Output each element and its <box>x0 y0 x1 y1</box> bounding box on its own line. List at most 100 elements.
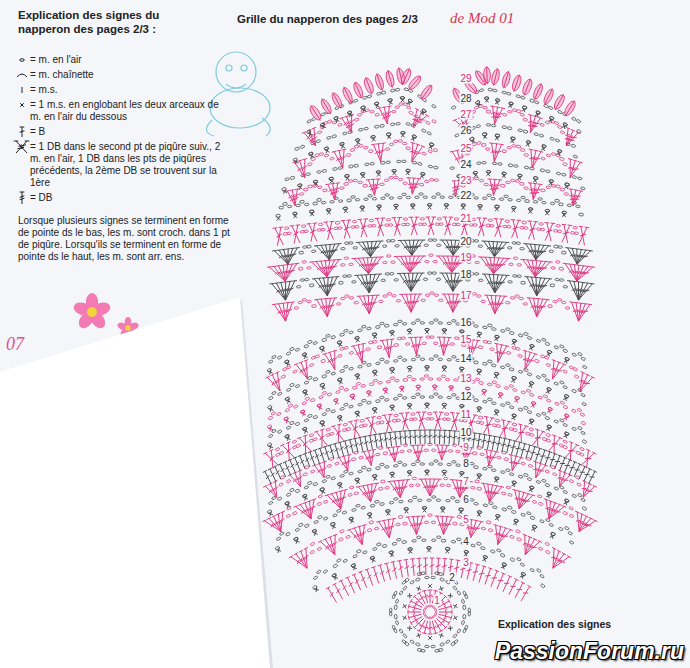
legend-text: = DB <box>14 192 228 204</box>
caption-fragment: Explication des signes <box>498 618 611 630</box>
row-number: 14 <box>459 353 472 364</box>
row-number: 13 <box>459 373 472 384</box>
stitch-row <box>276 509 554 553</box>
row-number: 10 <box>459 427 472 438</box>
paper-sheet <box>0 297 270 668</box>
chain-stitches <box>313 536 545 589</box>
legend-text: = 1 DB dans le second pt de piqûre suiv.… <box>14 141 228 189</box>
legend-symbol <box>14 141 30 153</box>
doily-grid <box>262 66 597 652</box>
flower-center <box>87 307 97 317</box>
stitch-row <box>276 206 566 221</box>
legend-symbols <box>14 59 30 204</box>
doodle-line <box>226 65 232 71</box>
row-number: 12 <box>459 391 472 402</box>
row-number: 6 <box>462 494 470 505</box>
row-number: 19 <box>459 251 472 262</box>
row-number: 2 <box>448 572 456 583</box>
row-number: 26 <box>459 124 472 135</box>
handwritten-note: de Mod 01 <box>450 10 514 27</box>
chain-stitches <box>267 375 585 428</box>
legend-symbol <box>20 192 25 204</box>
row-number: 16 <box>459 317 472 328</box>
stitch-row <box>268 472 568 516</box>
stitch-row <box>283 171 569 194</box>
chain-stitches <box>293 123 577 161</box>
chain-stitches <box>308 140 568 166</box>
row-number: 3 <box>462 556 470 567</box>
stitch-row <box>272 240 593 264</box>
legend: = m. en l'air = m. chaînette = m.s. = 1 m.s… <box>14 54 228 207</box>
row-number: 17 <box>459 289 472 300</box>
row-number: 7 <box>462 476 470 487</box>
row-number: 28 <box>459 93 472 104</box>
chain-stitches <box>317 103 564 134</box>
stitch-row <box>293 142 583 178</box>
chain-stitches <box>282 160 585 190</box>
row-number: 18 <box>459 268 472 279</box>
stitch-row <box>294 134 561 165</box>
row-number: 11 <box>460 409 472 420</box>
chain-stitches <box>296 272 567 288</box>
stitch-row <box>302 106 580 146</box>
stitch-row <box>263 412 596 469</box>
stitch-row <box>308 98 567 136</box>
handwritten-number: 07 <box>6 334 24 355</box>
legend-symbol <box>20 127 25 137</box>
doodle-line <box>210 88 270 128</box>
legend-symbol <box>17 74 27 77</box>
stitch-row <box>272 294 592 321</box>
note-text: Lorsque plusieurs signes se terminent en… <box>18 215 240 263</box>
chain-stitches <box>276 193 584 217</box>
legend-text: = 1 m.s. en englobant les deux arceaux d… <box>14 99 228 123</box>
legend-text: = m. chaînette <box>14 69 228 81</box>
stitch-row <box>270 273 595 300</box>
legend-text: = B <box>14 126 228 138</box>
watermark: PassionForum.ru <box>495 638 684 665</box>
stitch-row <box>326 558 531 603</box>
legend-text: = m. en l'air <box>14 54 228 66</box>
stitch-row <box>263 430 597 484</box>
stitch-row <box>273 217 590 246</box>
chain-stitches <box>268 355 587 409</box>
chain-stitches <box>281 336 578 378</box>
stitch-row <box>268 330 569 374</box>
ring-chain <box>389 572 470 652</box>
stitch-row <box>267 256 595 281</box>
stitch-row <box>268 405 568 449</box>
flower-center <box>125 325 131 331</box>
legend-symbol <box>20 59 24 62</box>
row-number: 9 <box>462 442 470 453</box>
doodle-line <box>216 52 256 92</box>
row-number: 8 <box>462 458 470 469</box>
legend-heading: Explication des signes du napperon des p… <box>18 8 198 36</box>
stitch-row <box>285 178 583 206</box>
ring-chain <box>423 605 436 619</box>
decorations <box>72 52 270 339</box>
row-number: 29 <box>459 73 472 84</box>
doodle-line <box>241 65 247 71</box>
stitch-row <box>268 387 568 431</box>
row-number: 21 <box>459 212 472 223</box>
chain-stitches <box>294 292 570 309</box>
chart-title: Grille du napperon des pages 2/3 <box>237 13 418 25</box>
stitch-row <box>311 66 575 120</box>
ring-stitches <box>408 590 452 634</box>
bell-stitches <box>310 67 575 120</box>
legend-text: = m.s. <box>14 84 228 96</box>
chain-stitches <box>267 319 587 372</box>
chain-stitches <box>299 239 566 254</box>
row-number: 22 <box>459 189 472 200</box>
ring-stitches <box>403 584 458 640</box>
row-number: 5 <box>462 513 470 524</box>
legend-symbol <box>20 103 24 107</box>
stitch-row <box>265 337 594 391</box>
row-number: 4 <box>462 535 470 546</box>
row-number: 24 <box>459 159 472 170</box>
row-number: 20 <box>459 235 472 246</box>
row-number: 1 <box>433 595 441 606</box>
chain-stitches <box>275 496 573 550</box>
stitch-row <box>269 368 568 412</box>
chain-stitches <box>299 254 564 270</box>
